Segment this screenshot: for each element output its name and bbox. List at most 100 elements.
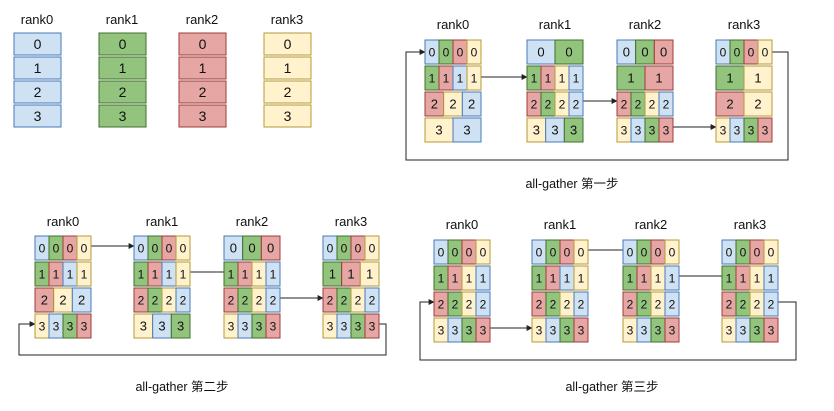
step1-rank1-chunk-text: 3 <box>551 123 558 138</box>
step1-rank1-chunk: 3 <box>545 117 565 143</box>
initial-chunk-cell <box>98 104 147 128</box>
step3-rank3-chunk: 3 <box>763 317 779 343</box>
step3-rank2-chunk: 1 <box>636 265 652 291</box>
step2-rank3-chunk: 3 <box>336 313 352 339</box>
step3-rank0-chunk: 3 <box>447 317 463 343</box>
step3-rank3-chunk: 0 <box>763 239 779 265</box>
step3-rank3-chunk-text: 3 <box>768 323 775 337</box>
step2-rank2-chunk-text: 2 <box>270 293 277 307</box>
initial-chunk-cell <box>178 80 227 104</box>
step3-rank1-chunk-text: 1 <box>578 271 585 285</box>
step1-rank3-chunk-text: 0 <box>762 45 769 59</box>
step1-rank3-chunk-text: 2 <box>726 97 733 112</box>
step2-rank3-chunk-text: 2 <box>355 293 362 307</box>
step2-rank1-chunk-text: 0 <box>180 241 187 255</box>
step3-rank0-chunk: 2 <box>433 291 449 317</box>
initial-chunk-text: 2 <box>34 84 42 100</box>
step3-rank2-chunk-text: 3 <box>669 323 676 337</box>
step3-rank1-chunk-text: 0 <box>536 245 543 259</box>
step2-rank1-chunk-text: 0 <box>152 241 159 255</box>
step1-rank-label: rank1 <box>539 17 572 32</box>
step2-rank2-chunk-cell <box>265 313 281 339</box>
step1-rank0-chunk-text: 0 <box>429 45 436 59</box>
step1-rank3-chunk: 0 <box>715 39 731 65</box>
step3-rank-label: rank2 <box>635 217 668 232</box>
initial-rank-label: rank0 <box>21 12 54 27</box>
step1-rank1-chunk-text: 3 <box>533 123 540 138</box>
step2-rank1-chunk: 2 <box>161 287 177 313</box>
step1-rank3-chunk-cell <box>757 39 773 65</box>
rank-layer: rank00123rank10123rank20123rank30123rank… <box>13 12 779 343</box>
step3-rank0-chunk: 2 <box>461 291 477 317</box>
step1-rank0-chunk-text: 0 <box>443 45 450 59</box>
initial-chunk: 3 <box>13 104 62 128</box>
step3-rank0-chunk-text: 2 <box>452 297 459 311</box>
step2-rank1-chunk-text: 1 <box>180 267 187 281</box>
step2-rank2-chunk: 1 <box>265 261 281 287</box>
step3-rank3-chunk-cell <box>763 291 779 317</box>
step3-rank1-chunk-text: 0 <box>578 245 585 259</box>
step2-rank3-chunk: 2 <box>336 287 352 313</box>
initial-chunk-cell <box>98 80 147 104</box>
step1-rank0-chunk: 0 <box>452 39 468 65</box>
initial-chunk: 1 <box>263 56 312 80</box>
step3-rank3-chunk-text: 2 <box>740 297 747 311</box>
step2-rank0-chunk-text: 1 <box>81 267 88 281</box>
step2-rank3-chunk-text: 0 <box>327 241 334 255</box>
step1-rank2-chunk: 3 <box>630 117 646 143</box>
step1-rank3-chunk-text: 3 <box>762 123 769 137</box>
step2-rank2-chunk-text: 3 <box>256 319 263 333</box>
step1-rank2-chunk-cell <box>616 65 646 91</box>
step1-rank3-chunk-cell <box>743 91 773 117</box>
step2-rank3-chunk-text: 3 <box>327 319 334 333</box>
step1-rank1-chunk: 2 <box>554 91 570 117</box>
step1-rank0-chunk: 0 <box>438 39 454 65</box>
step3-rank3-chunk: 1 <box>721 265 737 291</box>
initial-chunk-cell <box>98 56 147 80</box>
step3-rank0-chunk-cell <box>475 265 491 291</box>
step1-rank2-chunk-text: 3 <box>621 123 628 137</box>
step3-rank1-chunk-text: 3 <box>578 323 585 337</box>
step2-rank3-chunk: 0 <box>336 235 352 261</box>
step3-rank3-chunk-cell <box>763 265 779 291</box>
initial-chunk: 1 <box>13 56 62 80</box>
step1-rank0-chunk: 3 <box>452 117 482 143</box>
step1-rank1-chunk-cell <box>554 39 584 65</box>
step1-rank1-chunk: 1 <box>526 65 542 91</box>
step3-rank3-chunk-text: 2 <box>754 297 761 311</box>
step2-rank3-chunk-text: 3 <box>341 319 348 333</box>
step2-rank0-chunk-text: 0 <box>53 241 60 255</box>
step1-rank1-chunk: 1 <box>554 65 570 91</box>
step3-rank2-chunk-cell <box>664 239 680 265</box>
step3-rank2-chunk-text: 0 <box>641 245 648 259</box>
step2-rank1-chunk: 2 <box>133 287 149 313</box>
step1-rank2-chunk-cell <box>653 39 674 65</box>
initial-chunk-cell <box>178 104 227 128</box>
step3-rank0-chunk: 2 <box>447 291 463 317</box>
step3-rank3-chunk: 3 <box>749 317 765 343</box>
step3-rank2-chunk: 2 <box>664 291 680 317</box>
step3-rank2-chunk-text: 0 <box>669 245 676 259</box>
step2-rank2-chunk: 3 <box>237 313 253 339</box>
caption-layer: all-gather 第一步 all-gather 第二步 all-gather… <box>135 177 658 394</box>
step1-rank1-chunk: 3 <box>526 117 547 143</box>
step3-rank1-chunk-text: 2 <box>536 297 543 311</box>
step1-rank2-chunk: 0 <box>616 39 637 65</box>
step3-rank0-chunk-text: 0 <box>466 245 473 259</box>
step2-rank0-chunk-cell <box>76 261 92 287</box>
step1-rank3-chunk: 1 <box>743 65 773 91</box>
step1-rank2-chunk-text: 2 <box>635 97 642 111</box>
step2-rank0-chunk: 2 <box>34 287 55 313</box>
step3-rank0-chunk: 1 <box>475 265 491 291</box>
step3-caption: all-gather 第三步 <box>565 380 658 394</box>
step3-rank0-chunk: 0 <box>433 239 449 265</box>
step3-rank2-chunk-text: 1 <box>641 271 648 285</box>
step2-rank0-chunk: 3 <box>48 313 64 339</box>
step1-rank1-chunk-text: 2 <box>545 97 552 111</box>
step2-rank0-chunk-text: 2 <box>78 293 85 308</box>
step2-rank0-chunk-text: 2 <box>41 293 48 308</box>
step2-rank0-chunk-text: 1 <box>53 267 60 281</box>
step2-rank1-chunk: 3 <box>133 313 154 339</box>
step2-rank2-chunk-cell <box>260 235 281 261</box>
step2-rank0-chunk-cell <box>76 313 92 339</box>
